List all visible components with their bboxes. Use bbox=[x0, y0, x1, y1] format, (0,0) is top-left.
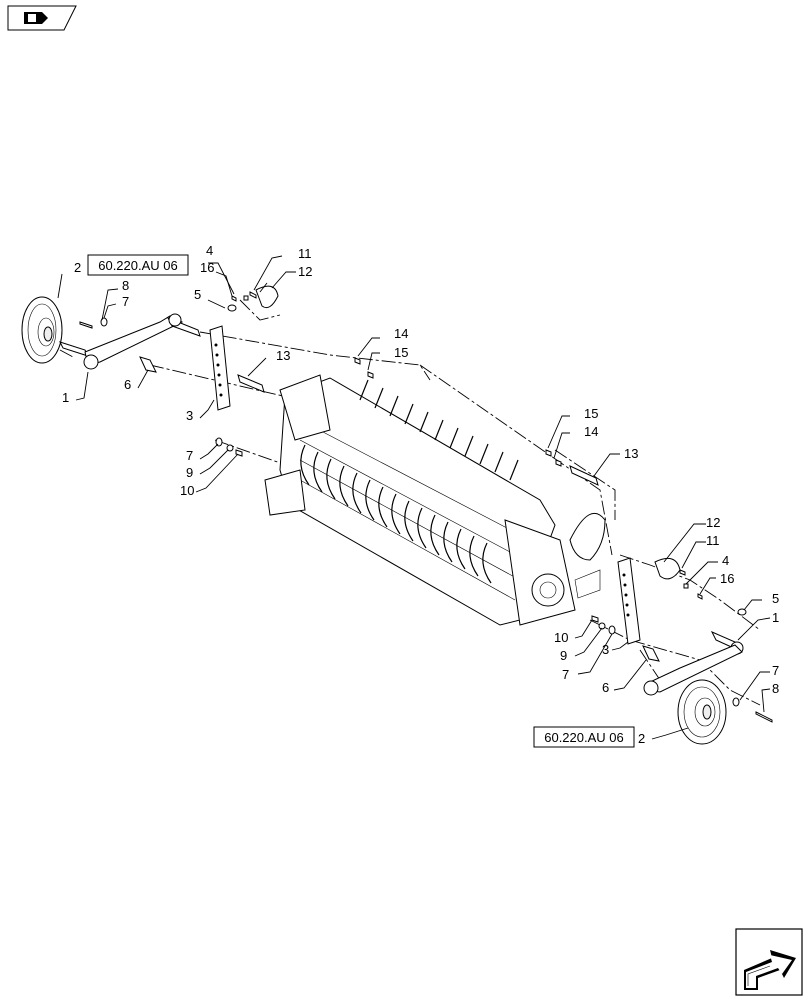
right-wheel-arm bbox=[643, 630, 744, 696]
next-page-arrow-icon[interactable] bbox=[735, 928, 803, 996]
callout-5: 5 bbox=[194, 287, 201, 302]
left-bolt-16 bbox=[231, 295, 237, 302]
left-grease-fitting-5 bbox=[227, 304, 237, 312]
callout-7: 7 bbox=[186, 448, 193, 463]
callout-3: 3 bbox=[186, 408, 193, 423]
callout-5: 5 bbox=[772, 591, 779, 606]
callout-13: 13 bbox=[276, 348, 290, 363]
callout-9: 9 bbox=[186, 465, 193, 480]
left-bolt-8 bbox=[79, 321, 93, 329]
section-book-icon[interactable] bbox=[7, 5, 77, 31]
callout-7: 7 bbox=[122, 294, 129, 309]
callout-2: 2 bbox=[638, 731, 645, 746]
left-nut-4 bbox=[243, 295, 249, 301]
right-spacer-6 bbox=[642, 645, 660, 662]
callout-12: 12 bbox=[706, 515, 720, 530]
callout-4: 4 bbox=[206, 243, 213, 258]
left-hardware-14-15 bbox=[354, 357, 374, 379]
callout-3: 3 bbox=[602, 642, 609, 657]
callout-11: 11 bbox=[298, 246, 312, 261]
right-gauge-wheel bbox=[677, 679, 727, 745]
right-hardware-14-15 bbox=[545, 449, 562, 467]
right-washer-7 bbox=[732, 697, 740, 707]
left-spacer-6 bbox=[139, 356, 157, 373]
rake-teeth bbox=[300, 379, 519, 584]
left-cover-12 bbox=[255, 285, 279, 309]
reference-box-left[interactable]: 60.220.AU 06 bbox=[87, 254, 189, 276]
callout-10: 10 bbox=[180, 483, 194, 498]
callouts-right: 15 14 13 12 11 4 16 5 1 10 9 7 3 6 7 8 2 bbox=[554, 406, 779, 746]
reference-box-right[interactable]: 60.220.AU 06 bbox=[533, 726, 635, 748]
callout-14: 14 bbox=[394, 326, 408, 341]
callout-7: 7 bbox=[772, 663, 779, 678]
callout-1: 1 bbox=[62, 390, 69, 405]
left-hardware-7-9-10 bbox=[215, 437, 243, 457]
right-cover-12 bbox=[654, 557, 681, 580]
leader-lines bbox=[57, 255, 771, 740]
callout-16: 16 bbox=[720, 571, 734, 586]
callouts-left: 2 8 7 1 6 3 4 16 5 11 12 13 14 15 7 9 10 bbox=[62, 243, 408, 498]
callout-4: 4 bbox=[722, 553, 729, 568]
callout-9: 9 bbox=[560, 648, 567, 663]
callout-13: 13 bbox=[624, 446, 638, 461]
left-adjust-plate-3 bbox=[209, 325, 231, 411]
callout-2: 2 bbox=[74, 260, 81, 275]
callout-11: 11 bbox=[706, 533, 720, 548]
pickup-drum bbox=[264, 374, 606, 626]
right-pin-13 bbox=[569, 465, 599, 486]
callout-12: 12 bbox=[298, 264, 312, 279]
left-pin-13 bbox=[237, 374, 265, 393]
right-bolt-16 bbox=[697, 593, 703, 600]
callout-8: 8 bbox=[772, 681, 779, 696]
callout-6: 6 bbox=[124, 377, 131, 392]
left-wheel-arm bbox=[59, 313, 201, 370]
reference-label: 60.220.AU 06 bbox=[98, 258, 178, 273]
callout-14: 14 bbox=[584, 424, 598, 439]
callout-7: 7 bbox=[562, 667, 569, 682]
left-bolt-11 bbox=[249, 291, 257, 299]
callout-16: 16 bbox=[200, 260, 214, 275]
callout-10: 10 bbox=[554, 630, 568, 645]
right-hardware-7-9-10 bbox=[591, 615, 616, 635]
right-bolt-11 bbox=[679, 569, 686, 576]
callout-1: 1 bbox=[772, 610, 779, 625]
callout-6: 6 bbox=[602, 680, 609, 695]
reference-label: 60.220.AU 06 bbox=[544, 730, 624, 745]
callout-8: 8 bbox=[122, 278, 129, 293]
right-nut-4 bbox=[683, 583, 689, 589]
callout-15: 15 bbox=[394, 345, 408, 360]
right-grease-fitting-5 bbox=[737, 608, 747, 616]
left-gauge-wheel bbox=[21, 296, 63, 364]
callout-15: 15 bbox=[584, 406, 598, 421]
right-adjust-plate-3 bbox=[617, 557, 641, 645]
right-bolt-8 bbox=[755, 711, 773, 723]
